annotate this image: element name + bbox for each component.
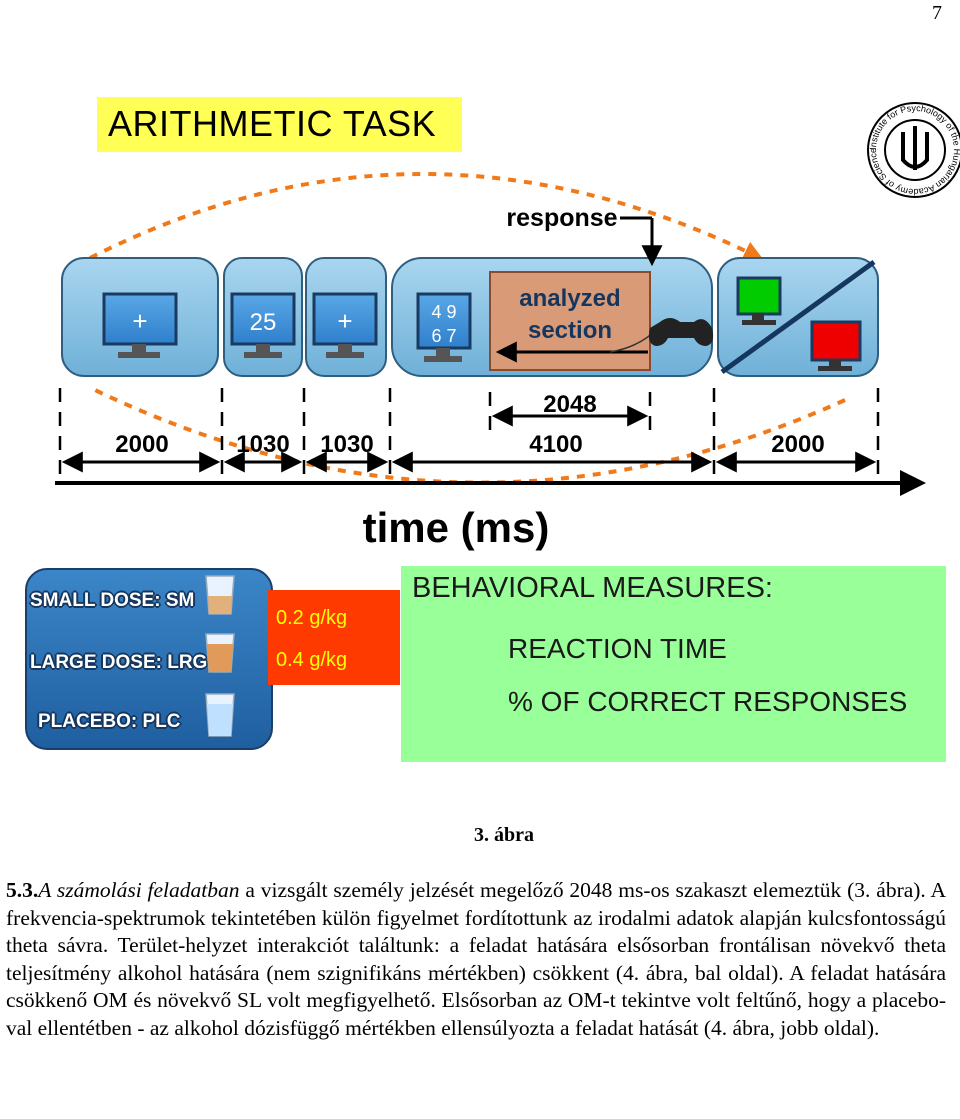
figure-title: ARITHMETIC TASK xyxy=(108,103,437,144)
digits-line-2: 6 7 xyxy=(431,326,456,346)
monitor-icon xyxy=(230,292,296,358)
response-label: response xyxy=(506,204,617,232)
segment-boundaries xyxy=(58,388,880,476)
loop-arrow-top xyxy=(89,172,764,260)
duration-fixation-2: 1030 xyxy=(320,431,373,458)
gamepad-icon xyxy=(648,318,714,346)
green-monitor-icon xyxy=(736,276,782,325)
monitor-icon xyxy=(102,292,178,358)
italic-lead: A számolási feladatban xyxy=(38,878,240,902)
screen-symbol-1: + xyxy=(132,306,147,336)
duration-fixation-1: 2000 xyxy=(115,431,168,458)
analyzed-label-2: section xyxy=(528,317,612,344)
figure-caption: 3. ábra xyxy=(474,824,534,846)
screen-symbol-3: + xyxy=(337,306,352,336)
institute-logo: Institute for Psychology of the Hungaria… xyxy=(0,0,960,198)
glass-icon xyxy=(205,693,235,737)
dose-label-placebo: PLACEBO: PLC xyxy=(38,711,181,732)
glass-icon xyxy=(205,575,235,615)
loop-arrow-bottom xyxy=(94,388,846,485)
dose-label-small: SMALL DOSE: SM xyxy=(30,590,195,611)
monitor-icon xyxy=(312,292,378,358)
dose-amount-small: 0.2 g/kg xyxy=(276,607,348,629)
page-number: 7 xyxy=(932,2,942,24)
duration-feedback: 2000 xyxy=(771,431,824,458)
dose-amount-box xyxy=(268,590,400,685)
measure-reaction-time: REACTION TIME xyxy=(508,633,727,664)
feedback-divider xyxy=(720,259,876,375)
duration-number: 1030 xyxy=(236,431,289,458)
paragraph-text: a vizsgált személy jelzését megelőző 204… xyxy=(6,878,946,1040)
svg-text:Institute for Psychology of th: Institute for Psychology of the Hungaria… xyxy=(0,0,960,197)
analyzed-duration: 2048 xyxy=(543,391,596,418)
monitor-icon xyxy=(416,292,472,362)
timeline-diagram: Institute for Psychology of the Hungaria… xyxy=(0,0,960,551)
dose-amount-large: 0.4 g/kg xyxy=(276,649,348,671)
logo-lettering: Institute for Psychology of the Hungaria… xyxy=(0,0,960,197)
body-paragraph: 5.3.A számolási feladatban a vizsgált sz… xyxy=(6,877,946,1043)
dose-label-large: LARGE DOSE: LRG xyxy=(30,652,208,673)
duration-task: 4100 xyxy=(529,431,582,458)
digits-line-1: 4 9 xyxy=(431,302,456,322)
duration-arrows xyxy=(61,405,877,473)
red-monitor-icon xyxy=(810,320,862,371)
screen-symbol-2: 25 xyxy=(250,309,277,336)
time-axis-label: time (ms) xyxy=(363,504,550,551)
time-axis-arrowhead xyxy=(900,470,926,496)
title-highlight xyxy=(97,97,462,152)
glasses xyxy=(205,575,235,737)
glass-icon xyxy=(205,633,235,673)
measures-box xyxy=(401,566,946,762)
measure-correct-responses: % OF CORRECT RESPONSES xyxy=(508,686,908,717)
analyzed-label-1: analyzed xyxy=(519,285,620,312)
measures-title: BEHAVIORAL MEASURES: xyxy=(412,572,773,604)
section-number: 5.3. xyxy=(6,878,39,902)
